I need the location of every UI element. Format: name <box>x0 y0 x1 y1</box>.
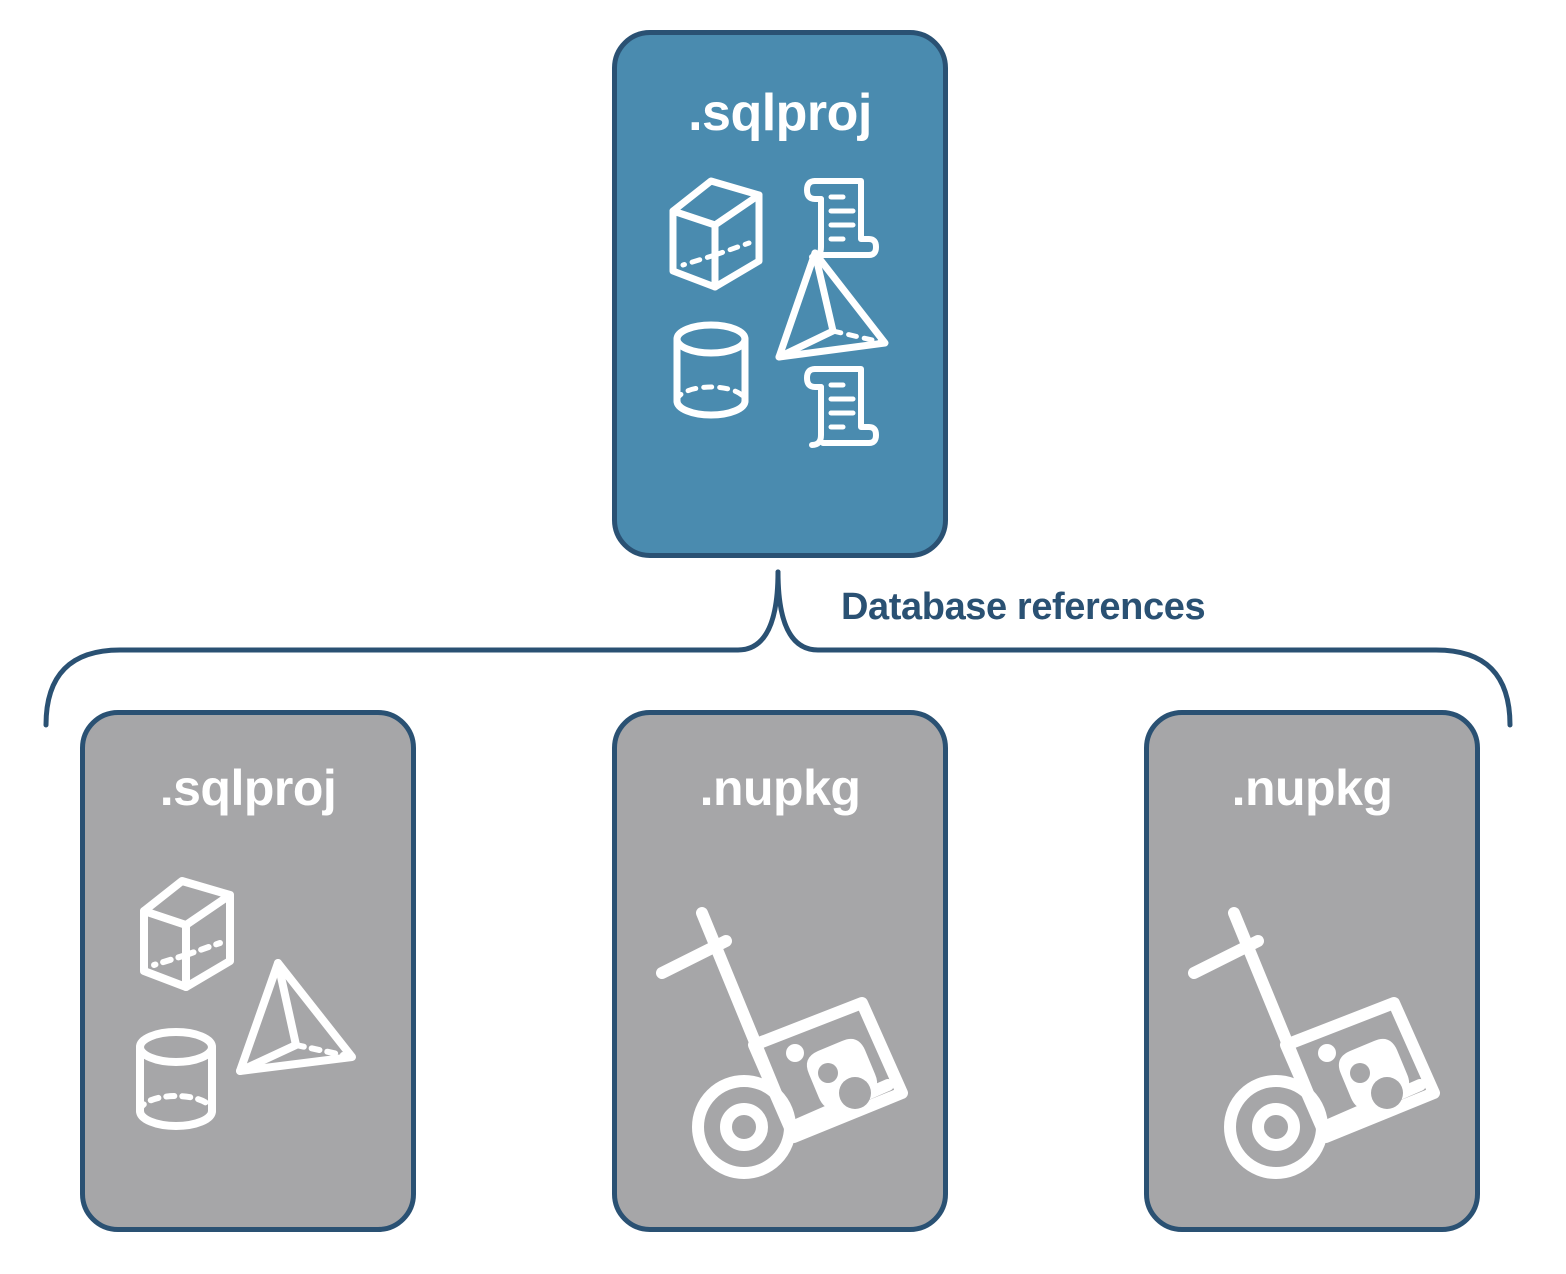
scroll-script-icon <box>804 178 879 260</box>
cube-icon <box>669 177 763 291</box>
ref-sqlproj-icon-cluster <box>108 855 388 1185</box>
cylinder-database-icon <box>136 1028 216 1130</box>
node-ref-nupkg-2-label: .nupkg <box>1231 760 1393 816</box>
ref-nupkg-2-icon-cluster <box>1172 855 1452 1185</box>
cube-icon <box>140 877 234 991</box>
pyramid-icon <box>236 959 356 1075</box>
node-ref-nupkg-1-label: .nupkg <box>699 760 861 816</box>
node-root-sqlproj-label: .sqlproj <box>688 84 872 142</box>
node-ref-sqlproj[interactable]: .sqlproj <box>80 710 416 1232</box>
nuget-logo-cutouts <box>818 1063 871 1109</box>
scroll-script-icon <box>804 366 879 448</box>
node-ref-nupkg-2[interactable]: .nupkg <box>1144 710 1480 1232</box>
root-icon-cluster <box>663 165 907 448</box>
node-root-sqlproj[interactable]: .sqlproj <box>612 30 948 558</box>
hand-truck-package-icon <box>1188 907 1440 1179</box>
ref-nupkg-1-icon-cluster <box>640 855 920 1185</box>
brace-left-half <box>43 569 781 728</box>
node-ref-nupkg-1[interactable]: .nupkg <box>612 710 948 1232</box>
hand-truck-package-icon <box>656 907 908 1179</box>
nuget-logo-cutouts <box>1350 1063 1403 1109</box>
node-ref-sqlproj-label: .sqlproj <box>159 760 337 816</box>
connector-label: Database references <box>841 586 1206 628</box>
pyramid-icon <box>775 249 889 361</box>
cylinder-database-icon <box>673 321 749 419</box>
